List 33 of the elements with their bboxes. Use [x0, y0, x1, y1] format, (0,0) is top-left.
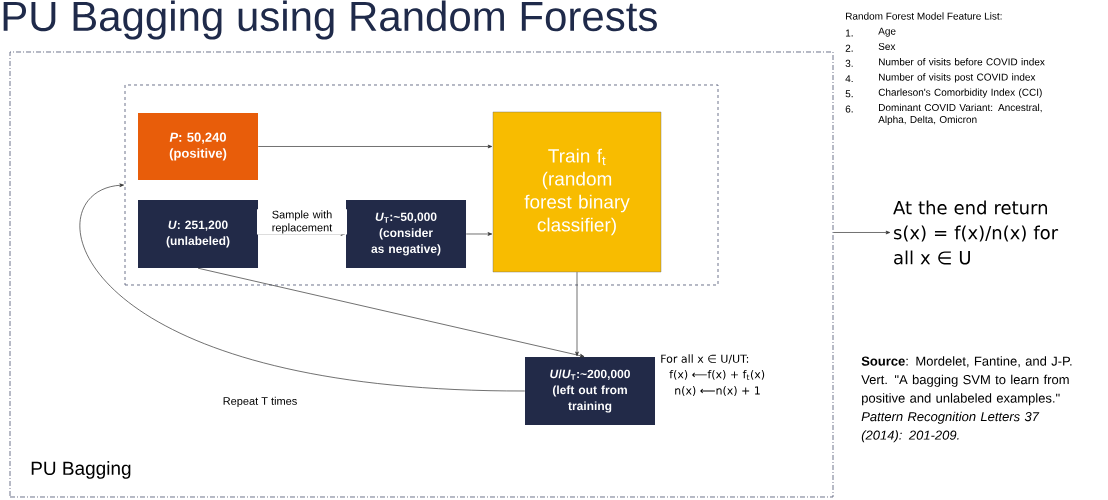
update-rule: For all x ∈ U/UT:	[661, 354, 749, 364]
process-box: U$_{T}$:~50,000 (consider as negative)	[346, 200, 466, 268]
update-rule: n(x) ⟵n(x) + 1	[675, 386, 760, 396]
group-frame	[124, 84, 719, 286]
edge-label: Repeat T times	[221, 395, 299, 409]
list-item: Sex	[878, 42, 896, 50]
process-box: U/U$_{T}$:~200,000 (left out from training	[525, 357, 655, 425]
arrow	[575, 271, 579, 357]
process-box: Train f$_{t}$ (random forest binary classifier)	[492, 111, 662, 273]
process-box: P: 50,240 (positive)	[138, 113, 258, 180]
source-note: Source: Mordelet, Fantine, and J-P. Vert. "A bagging SVM to learn from positive and unlabeled examples." Pattern Recognition Letters 37 (2014): 201-209.	[861, 356, 1072, 443]
list-number: 5.	[845, 90, 853, 98]
arrow	[833, 230, 891, 235]
list-heading: Random Forest Model Feature List:	[846, 12, 1002, 20]
list-number: 6.	[845, 105, 853, 113]
arrow	[197, 267, 585, 358]
update-rule: f(x) ⟵f(x) + f$_{t}$(x)	[669, 370, 765, 380]
list-item: Number of visits before COVID index	[879, 58, 1045, 66]
process-box: U: 251,200 (unlabeled)	[138, 200, 258, 268]
arrow	[465, 232, 493, 236]
result-text: At the end return s(x) = f(x)/n(x) for all x ∈ U	[893, 200, 1059, 265]
list-item: Number of visits post COVID index	[879, 73, 1036, 83]
list-number: 3.	[845, 59, 853, 67]
list-item: Charleson's Comorbidity Index (CCI)	[878, 88, 1042, 98]
arrow	[257, 144, 493, 149]
edge-label: Sample with replacement	[257, 209, 347, 235]
arrow	[79, 183, 526, 392]
list-item: Dominant COVID Variant: Ancestral, Alpha, Delta, Omicron	[878, 103, 1042, 125]
list-number: 4.	[845, 75, 853, 83]
list-number: 2.	[845, 44, 853, 52]
slide-title: PU Bagging using Random Forests	[3, 0, 657, 40]
list-number: 1.	[845, 29, 853, 37]
list-item: Age	[878, 27, 896, 37]
